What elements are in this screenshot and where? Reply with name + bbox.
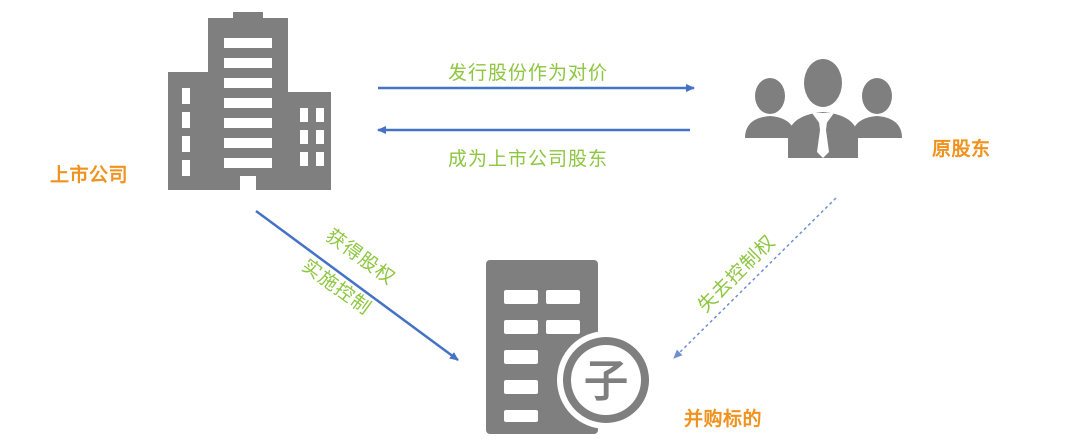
lose-control-arrow (673, 197, 837, 359)
original-shareholders-label: 原股东 (932, 138, 991, 160)
office-building-icon (168, 12, 331, 190)
subsidiary-badge-text: 子 (584, 356, 628, 407)
subsidiary-building-icon: 子 (486, 260, 655, 434)
edge-label-become-shareholders: 成为上市公司股东 (448, 148, 609, 170)
acquire-equity-arrow (255, 209, 459, 362)
edge-label-issue-shares: 发行股份作为对价 (448, 62, 609, 84)
edge-label-lose-control: 失去控制权 (694, 231, 780, 317)
listed-company-label: 上市公司 (50, 164, 129, 186)
people-group-icon (745, 58, 902, 158)
target-label: 并购标的 (684, 408, 763, 430)
